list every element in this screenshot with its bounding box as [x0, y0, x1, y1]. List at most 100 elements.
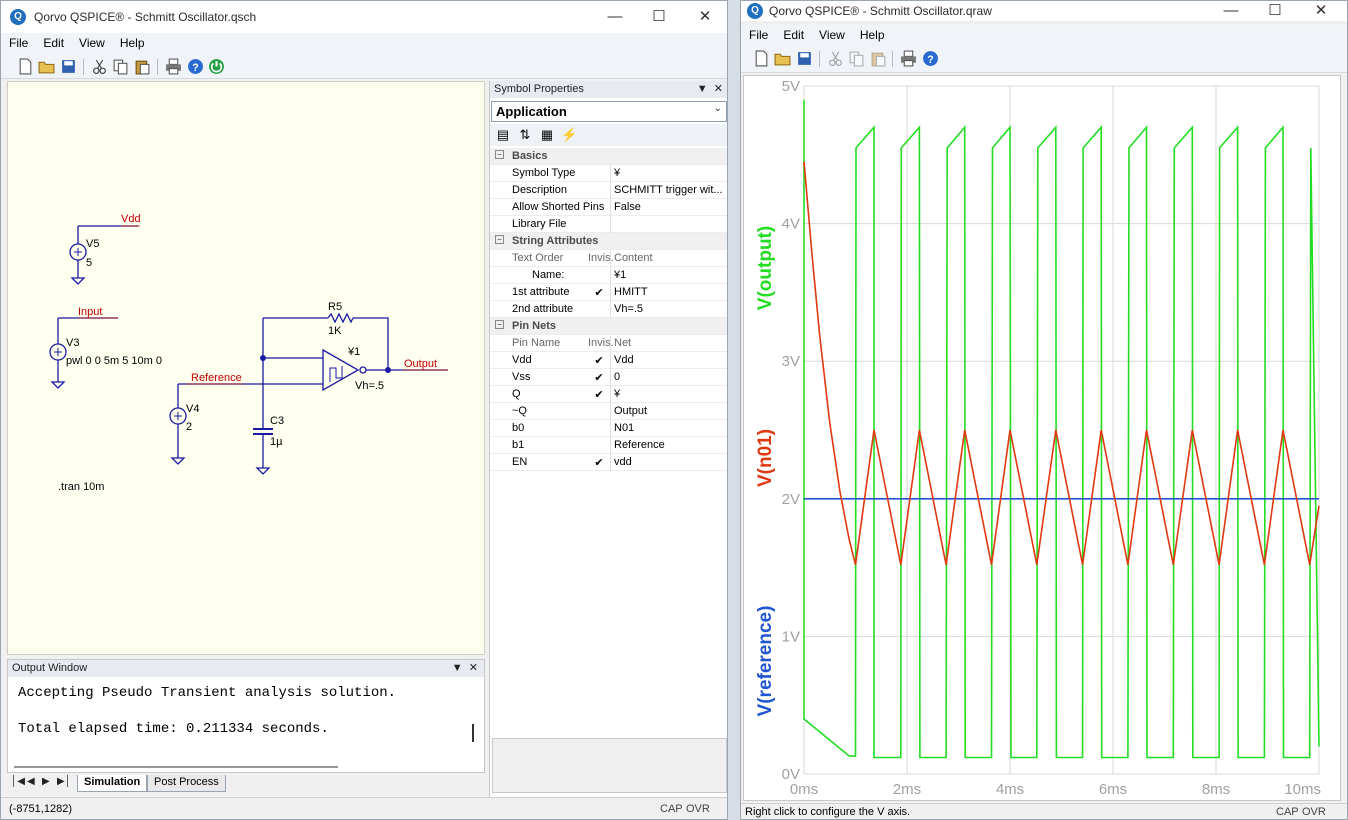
property-row[interactable]: Vss✔0	[490, 369, 727, 386]
print-icon[interactable]	[900, 50, 917, 67]
property-row[interactable]: Library File	[490, 216, 727, 233]
collapse-icon[interactable]: −	[495, 320, 504, 329]
horizontal-scrollbar[interactable]	[14, 766, 338, 768]
component-name-c3[interactable]: C3	[270, 415, 285, 427]
component-name-v5[interactable]: V5	[86, 238, 100, 250]
close-icon[interactable]: ✕	[698, 8, 712, 25]
new-file-icon[interactable]	[17, 58, 34, 75]
property-row[interactable]: EN✔vdd	[490, 454, 727, 471]
open-folder-icon[interactable]	[38, 58, 55, 75]
sort-alphabetical-icon[interactable]: ⇅	[519, 127, 531, 142]
component-value-v4[interactable]: 2	[186, 421, 193, 433]
prev-tab-icon[interactable]: ◀	[27, 776, 35, 787]
menu-file[interactable]: File	[9, 36, 29, 50]
minimize-icon[interactable]: —	[607, 8, 623, 25]
chevron-down-icon[interactable]: ⌄	[713, 103, 722, 114]
menu-view[interactable]: View	[79, 36, 105, 50]
cut-icon[interactable]	[91, 58, 108, 75]
property-pages-icon[interactable]: ▦	[540, 127, 554, 142]
close-icon[interactable]: ✕	[1314, 2, 1328, 19]
component-value-v3[interactable]: pwl 0 0 5m 5 10m 0	[66, 355, 162, 367]
overwrite-indicator: OVR	[1302, 806, 1326, 818]
maximize-icon[interactable]: ☐	[652, 8, 666, 25]
save-icon[interactable]	[796, 50, 813, 67]
menu-help[interactable]: Help	[859, 28, 885, 42]
invisible-checkmark-icon[interactable]: ✔	[594, 389, 604, 401]
next-tab-icon[interactable]: ▶	[42, 776, 50, 787]
vertical-scrollbar[interactable]	[472, 724, 474, 742]
menu-help[interactable]: Help	[119, 36, 145, 50]
panel-close-icon[interactable]: ✕	[713, 83, 723, 95]
component-name-v4[interactable]: V4	[186, 403, 200, 415]
net-label-output[interactable]: Output	[404, 358, 438, 370]
collapse-icon[interactable]: −	[495, 235, 504, 244]
trace-label[interactable]: V(output)	[755, 226, 776, 310]
schematic-canvas[interactable]: Vdd V5 5 Input V3 pwl 0 0 5m 5 10m 0 R5 …	[7, 81, 485, 655]
invisible-checkmark-icon[interactable]: ✔	[594, 457, 604, 469]
category-basics[interactable]: −Basics	[490, 148, 727, 165]
property-row[interactable]: Q✔¥	[490, 386, 727, 403]
copy-icon[interactable]	[112, 58, 129, 75]
copy-icon[interactable]	[848, 50, 865, 67]
net-label-vdd[interactable]: Vdd	[121, 213, 141, 225]
new-file-icon[interactable]	[753, 50, 770, 67]
property-row[interactable]: Symbol Type¥	[490, 165, 727, 182]
categorized-view-icon[interactable]: ▤	[496, 127, 510, 142]
menu-edit[interactable]: Edit	[43, 36, 65, 50]
component-name-v3[interactable]: V3	[66, 337, 80, 349]
trace-label[interactable]: V(reference)	[755, 606, 776, 717]
help-icon[interactable]: ?	[922, 50, 939, 67]
menu-file[interactable]: File	[749, 28, 769, 42]
component-value-r5[interactable]: 1K	[328, 325, 342, 337]
panel-close-icon[interactable]: ✕	[468, 662, 478, 674]
help-icon[interactable]: ?	[187, 58, 204, 75]
net-label-input[interactable]: Input	[78, 306, 103, 318]
trace-label[interactable]: V(n01)	[755, 429, 776, 487]
cut-icon[interactable]	[827, 50, 844, 67]
component-value-v5[interactable]: 5	[86, 257, 93, 269]
panel-dropdown-icon[interactable]: ▼	[451, 662, 463, 674]
minimize-icon[interactable]: —	[1223, 2, 1239, 19]
invisible-checkmark-icon[interactable]: ✔	[594, 372, 604, 384]
maximize-icon[interactable]: ☐	[1268, 2, 1282, 19]
output-window: Output Window ▼ ✕ Accepting Pseudo Trans…	[7, 659, 485, 773]
category-string-attributes[interactable]: −String Attributes	[490, 233, 727, 250]
run-simulation-icon[interactable]	[208, 58, 225, 75]
property-row[interactable]: Name:¥1	[490, 267, 727, 284]
property-row[interactable]: 1st attribute✔HMITT	[490, 284, 727, 301]
menu-edit[interactable]: Edit	[783, 28, 805, 42]
x-tick-label: 2ms	[893, 781, 921, 798]
component-value-c3[interactable]: 1µ	[270, 436, 283, 448]
net-label-reference[interactable]: Reference	[191, 372, 242, 384]
panel-dropdown-icon[interactable]: ▼	[696, 83, 708, 95]
tran-directive[interactable]: .tran 10m	[58, 481, 105, 493]
property-row[interactable]: Vdd✔Vdd	[490, 352, 727, 369]
component-attribute-vh[interactable]: Vh=.5	[355, 380, 385, 392]
save-icon[interactable]	[60, 58, 77, 75]
component-name-r5[interactable]: R5	[328, 301, 343, 313]
category-pin-nets[interactable]: −Pin Nets	[490, 318, 727, 335]
tab-simulation[interactable]: Simulation	[77, 775, 148, 792]
paste-icon[interactable]	[134, 58, 151, 75]
paste-icon[interactable]	[870, 50, 887, 67]
menu-view[interactable]: View	[819, 28, 845, 42]
collapse-icon[interactable]: −	[495, 150, 504, 159]
invisible-checkmark-icon[interactable]: ✔	[594, 287, 604, 299]
object-selector-combo[interactable]: Application ⌄	[491, 101, 727, 122]
invisible-checkmark-icon[interactable]: ✔	[594, 355, 604, 367]
component-name-x1[interactable]: ¥1	[348, 346, 361, 358]
tab-post-process[interactable]: Post Process	[147, 775, 226, 792]
last-tab-icon[interactable]: ▶│	[57, 776, 71, 787]
first-tab-icon[interactable]: │◀	[11, 776, 25, 787]
events-lightning-icon[interactable]: ⚡	[561, 127, 578, 142]
open-folder-icon[interactable]	[774, 50, 791, 67]
print-icon[interactable]	[165, 58, 182, 75]
